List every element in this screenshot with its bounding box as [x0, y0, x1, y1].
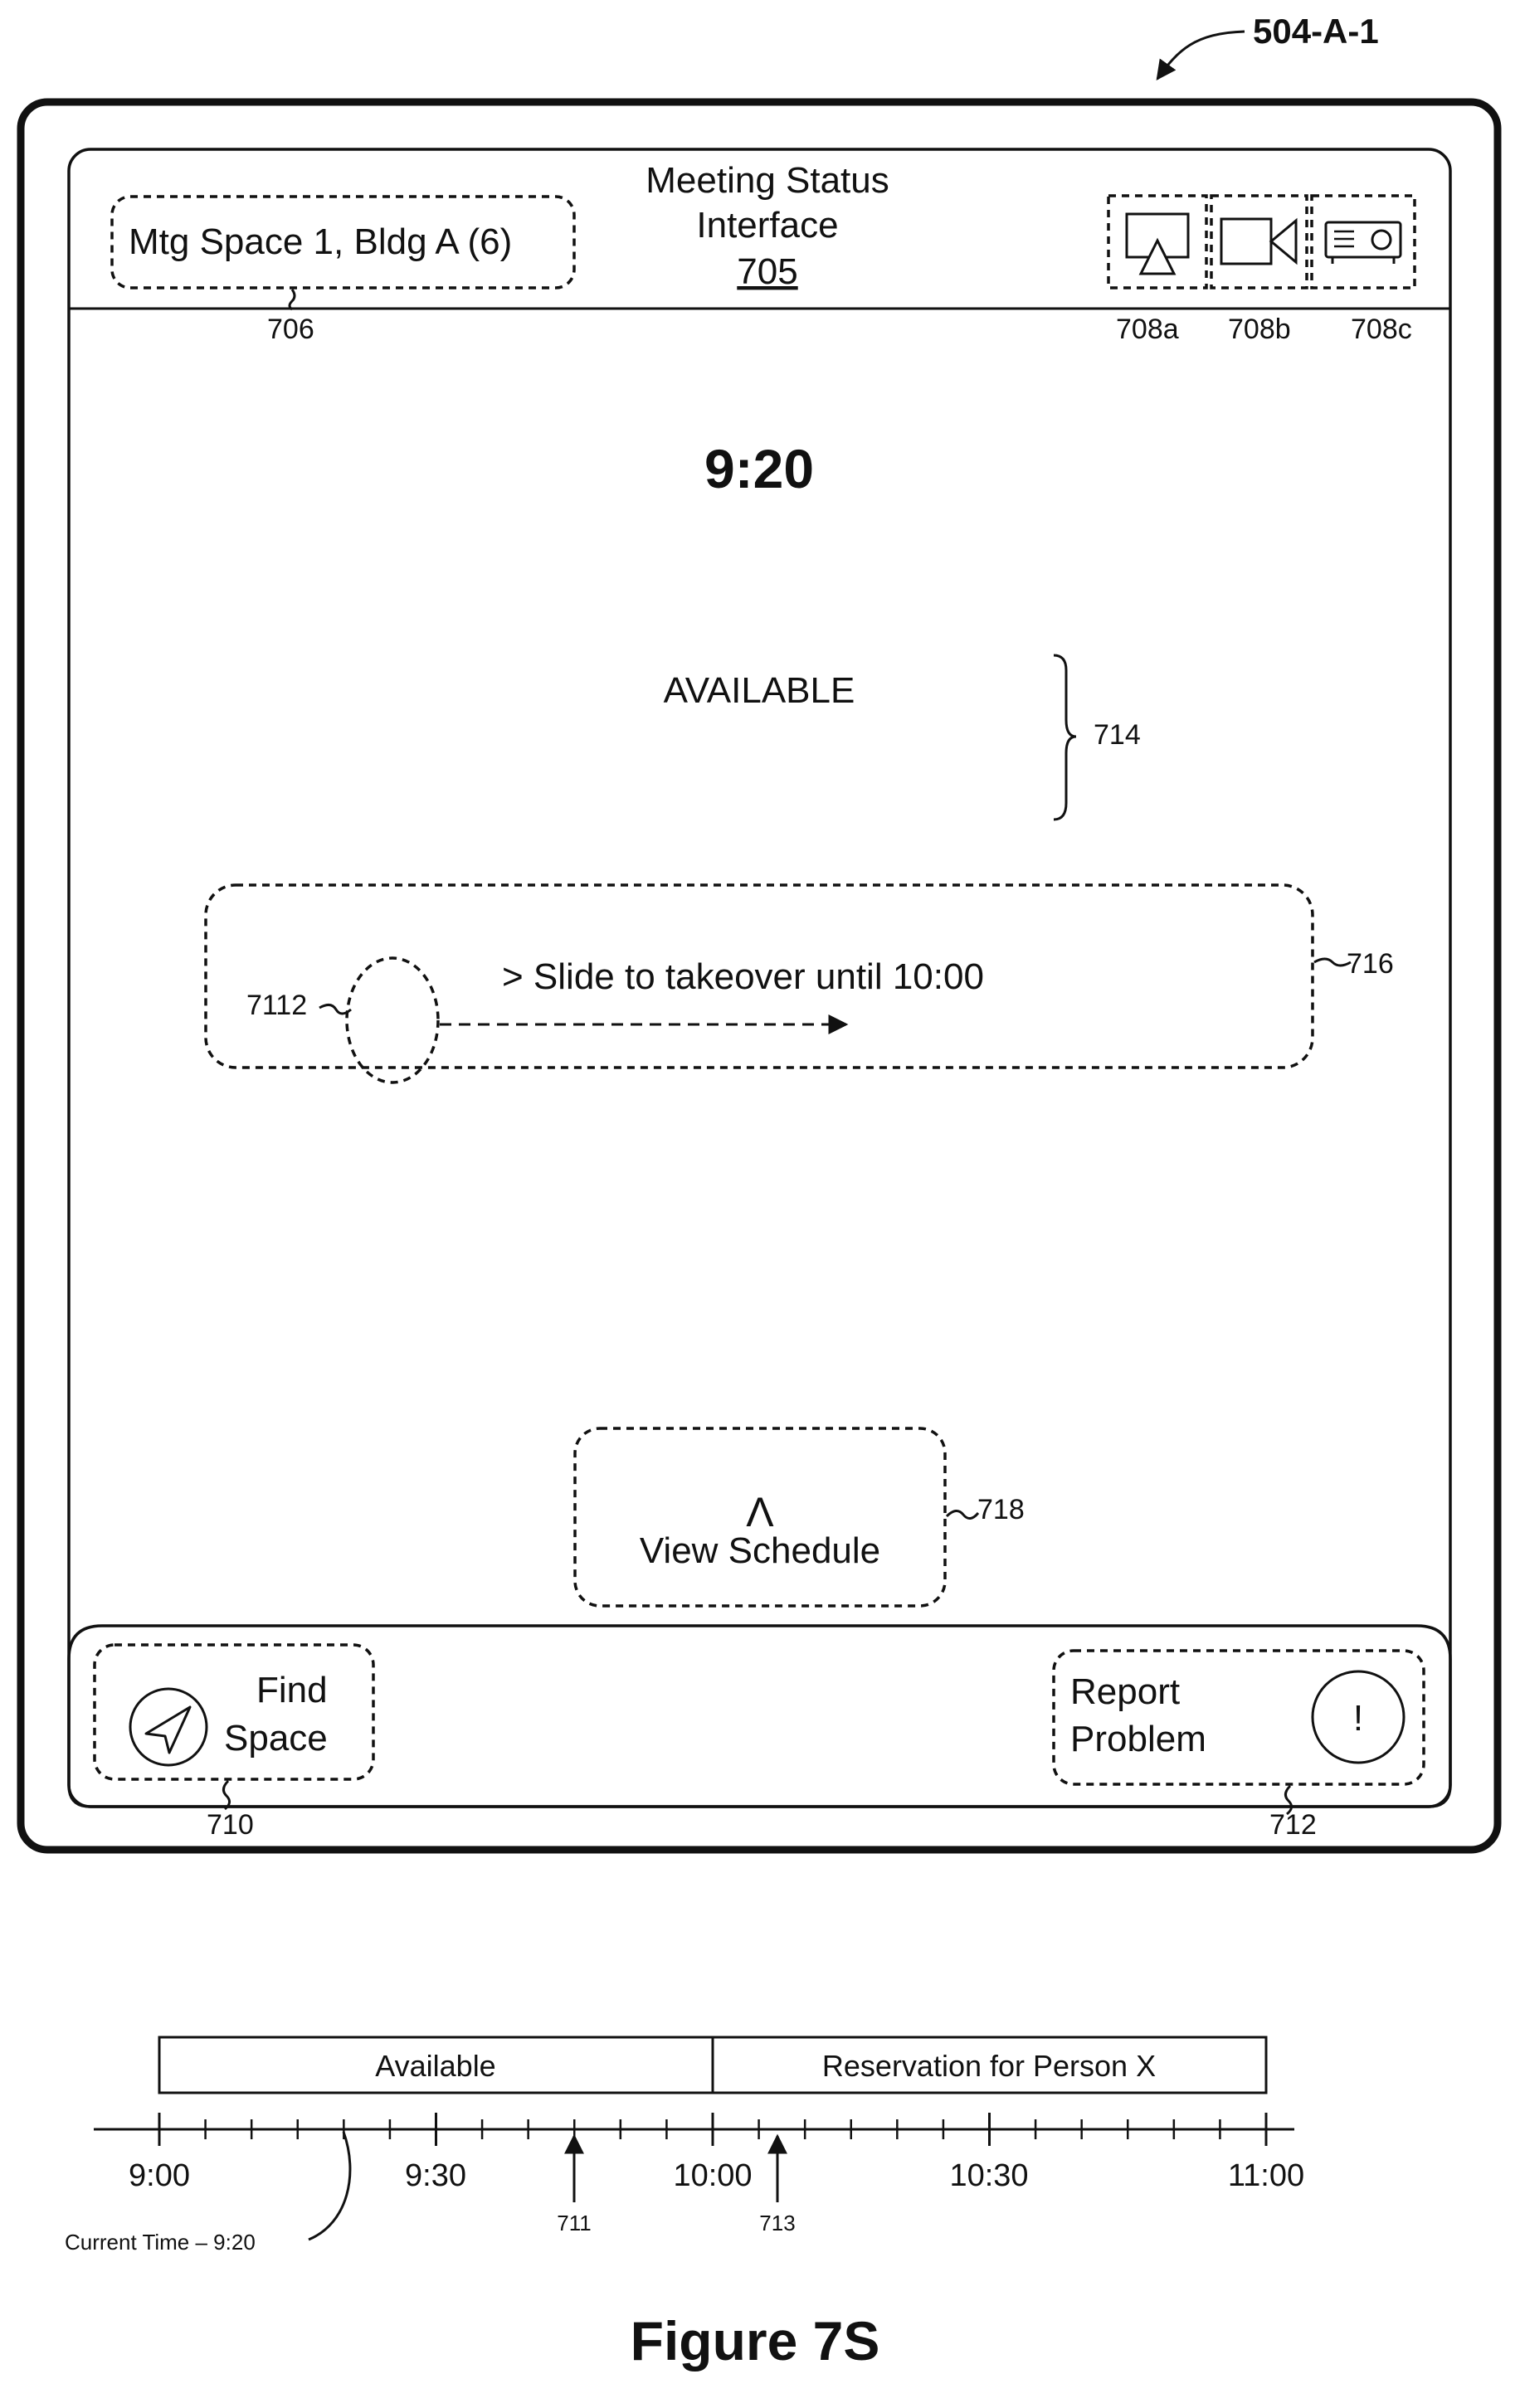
report-problem-label-line2: Problem [1070, 1719, 1206, 1759]
figure-ref-label: 504-A-1 [1253, 12, 1379, 51]
projector-button[interactable] [1312, 196, 1415, 288]
status-ref: 714 [1094, 719, 1141, 751]
location-arrow-icon [130, 1689, 207, 1765]
segment-label-reservation: Reservation for Person X [822, 2049, 1156, 2083]
display-button[interactable] [1108, 196, 1206, 288]
find-space-ref: 710 [207, 1809, 254, 1841]
figure-ref-arrow [1157, 32, 1245, 79]
schedule-ref-leader [947, 1510, 978, 1518]
slider-ref: 716 [1347, 948, 1394, 980]
find-space-label-line1: Find [256, 1670, 328, 1710]
view-schedule-button[interactable]: Λ View Schedule [575, 1428, 945, 1606]
status-brace [1054, 655, 1076, 820]
room-status: AVAILABLE [664, 670, 855, 711]
current-time-pointer [309, 2132, 350, 2240]
marker-ref-711: 711 [557, 2211, 591, 2235]
schedule-timeline: Available Reservation for Person X 9:00 … [65, 2037, 1304, 2255]
handle-ref-leader [319, 1005, 351, 1014]
slider-handle[interactable] [347, 958, 438, 1082]
projector-icon-box [1312, 196, 1415, 288]
location-button[interactable]: Mtg Space 1, Bldg A (6) [112, 197, 574, 288]
alert-icon: ! [1313, 1671, 1404, 1763]
camera-ref: 708b [1228, 314, 1291, 345]
handle-ref: 7112 [246, 990, 307, 1021]
location-ref-leader [290, 289, 295, 309]
display-icon [1127, 214, 1188, 274]
report-problem-label-line1: Report [1070, 1671, 1180, 1712]
projector-icon [1326, 222, 1401, 264]
slider-ref-leader [1314, 959, 1351, 966]
footer-panel [69, 1626, 1450, 1807]
tick-label-930: 9:30 [405, 2158, 466, 2193]
interface-title-ref: 705 [737, 251, 797, 292]
interface-title-line1: Meeting Status [646, 160, 889, 201]
interface-title-line2: Interface [696, 205, 838, 246]
tick-label-1100: 11:00 [1228, 2158, 1304, 2193]
tick-label-1030: 10:30 [949, 2158, 1028, 2193]
find-space-label-line2: Space [224, 1718, 328, 1759]
chevron-up-icon: Λ [746, 1489, 774, 1535]
location-label: Mtg Space 1, Bldg A (6) [129, 221, 512, 262]
current-time-label: Current Time – 9:20 [65, 2230, 256, 2255]
tick-label-900: 9:00 [129, 2158, 190, 2193]
find-space-ref-leader [223, 1781, 229, 1809]
takeover-slider[interactable]: > Slide to takeover until 10:00 [206, 885, 1313, 1082]
report-problem-button[interactable]: Report Problem ! [1054, 1651, 1424, 1784]
find-space-box [95, 1645, 373, 1779]
location-ref: 706 [267, 314, 314, 345]
figure-caption: Figure 7S [631, 2310, 880, 2372]
segment-label-available: Available [375, 2049, 495, 2083]
figure-ref-callout: 504-A-1 [1157, 12, 1379, 79]
camera-button[interactable] [1211, 196, 1307, 288]
view-schedule-label: View Schedule [640, 1530, 880, 1571]
camera-icon [1221, 219, 1296, 264]
find-space-button[interactable]: Find Space [95, 1645, 373, 1779]
current-time: 9:20 [704, 438, 814, 499]
slider-text: > Slide to takeover until 10:00 [502, 956, 984, 997]
schedule-ref: 718 [977, 1494, 1025, 1525]
report-ref: 712 [1269, 1809, 1317, 1841]
camera-icon-box [1211, 196, 1307, 288]
alert-icon-glyph: ! [1353, 1698, 1363, 1739]
marker-ref-713: 713 [759, 2211, 795, 2235]
projector-ref: 708c [1351, 314, 1412, 345]
tick-label-1000: 10:00 [673, 2158, 752, 2193]
display-ref: 708a [1116, 314, 1179, 345]
